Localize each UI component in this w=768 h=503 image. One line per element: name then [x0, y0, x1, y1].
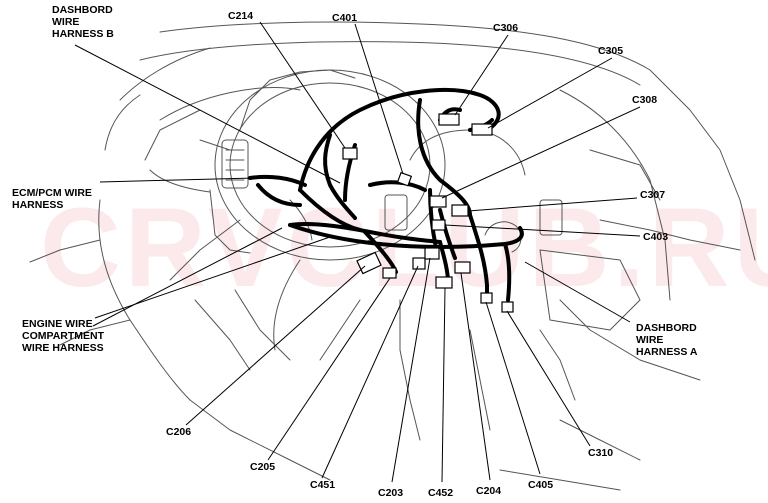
- label-c310: C310: [588, 447, 614, 459]
- connector-c205: [382, 267, 397, 279]
- connector-c204: [454, 261, 471, 274]
- label-c203: C203: [378, 487, 404, 499]
- label-c401: C401: [332, 12, 358, 24]
- connector-c403: [431, 219, 446, 231]
- label-c308: C308: [632, 94, 658, 106]
- connector-c203: [424, 247, 440, 260]
- connector-c214: [342, 147, 358, 160]
- connector-c307: [451, 204, 469, 217]
- label-c206: C206: [166, 426, 192, 438]
- connectors: [342, 113, 514, 313]
- leader-lines: [74, 21, 641, 483]
- connector-c405: [480, 292, 493, 304]
- label-c204: C204: [476, 485, 502, 497]
- label-ecm-pcm-harness: ECM/PCM WIRE HARNESS: [12, 187, 92, 211]
- label-c451: C451: [310, 479, 336, 491]
- label-dashboard-harness-b: DASHBORD WIRE HARNESS B: [52, 4, 114, 40]
- dashboard-outline: [29, 21, 756, 491]
- connector-c306: [438, 113, 460, 126]
- label-engine-compartment-harness: ENGINE WIRE COMPARTMENT WIRE HARNESS: [22, 318, 105, 354]
- label-c305: C305: [598, 45, 624, 57]
- label-dashboard-harness-a: DASHBORD WIRE HARNESS A: [636, 322, 698, 358]
- label-c205: C205: [250, 461, 276, 473]
- label-c306: C306: [493, 22, 519, 34]
- connector-c401: [396, 171, 413, 187]
- connector-c310: [501, 301, 514, 313]
- connector-c452: [435, 276, 453, 289]
- connector-c451: [412, 257, 426, 270]
- label-c214: C214: [228, 10, 254, 22]
- label-c405: C405: [528, 479, 554, 491]
- connector-c308: [429, 195, 447, 208]
- label-c307: C307: [640, 189, 666, 201]
- connector-c305: [471, 123, 493, 136]
- label-c403: C403: [643, 231, 669, 243]
- label-c452: C452: [428, 487, 454, 499]
